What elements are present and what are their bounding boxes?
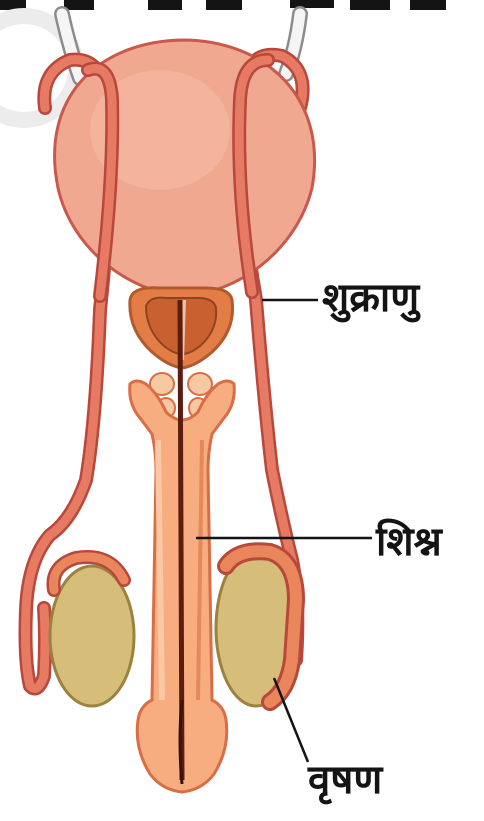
testis-left xyxy=(50,557,134,706)
penis xyxy=(130,300,235,792)
penis-label: शिश्न xyxy=(376,522,442,562)
urinary-bladder xyxy=(55,40,315,296)
testis-right xyxy=(216,550,296,706)
testis-label: वृषण xyxy=(308,760,382,800)
sperm-label: शुक्राणु xyxy=(322,278,419,318)
